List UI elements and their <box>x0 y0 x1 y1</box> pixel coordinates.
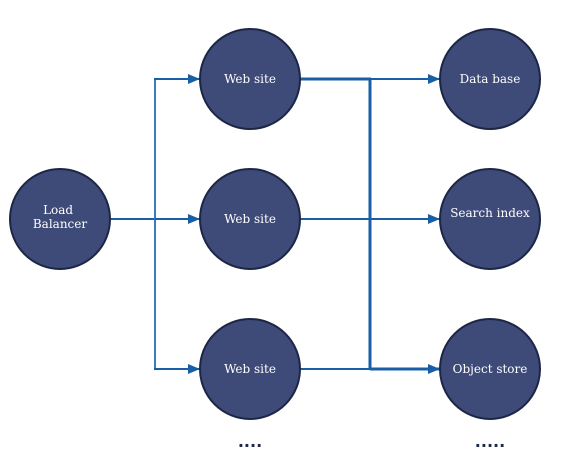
load-balancer-label-line2: Balancer <box>33 217 88 231</box>
web-sites-ellipsis: .... <box>238 432 262 451</box>
node-circle <box>199 28 301 130</box>
search-index-label: Search index <box>450 206 530 220</box>
node-data-base: Data base <box>439 28 541 130</box>
node-circle <box>9 168 111 270</box>
node-circle <box>439 318 541 420</box>
node-web-site-1: Web site <box>199 28 301 130</box>
node-web-site-3: Web site <box>199 318 301 420</box>
node-load-balancer: Load Balancer <box>9 168 111 270</box>
node-circle <box>439 168 541 270</box>
web-site-2-label: Web site <box>224 212 276 226</box>
web-site-1-label: Web site <box>224 72 276 86</box>
node-circle <box>439 28 541 130</box>
node-object-store: Object store <box>439 318 541 420</box>
object-store-label: Object store <box>453 362 528 376</box>
node-circle <box>199 318 301 420</box>
web-site-3-label: Web site <box>224 362 276 376</box>
node-circle <box>199 168 301 270</box>
edges-web-to-stores <box>300 74 440 374</box>
node-web-site-2: Web site <box>199 168 301 270</box>
data-base-label: Data base <box>460 72 521 86</box>
load-balancer-label-line1: Load <box>43 203 73 217</box>
node-search-index: Search index <box>439 168 541 270</box>
edges-lb-to-web <box>110 74 200 374</box>
stores-ellipsis: ..... <box>475 432 505 451</box>
load-balancer-label: Load Balancer <box>33 203 88 231</box>
